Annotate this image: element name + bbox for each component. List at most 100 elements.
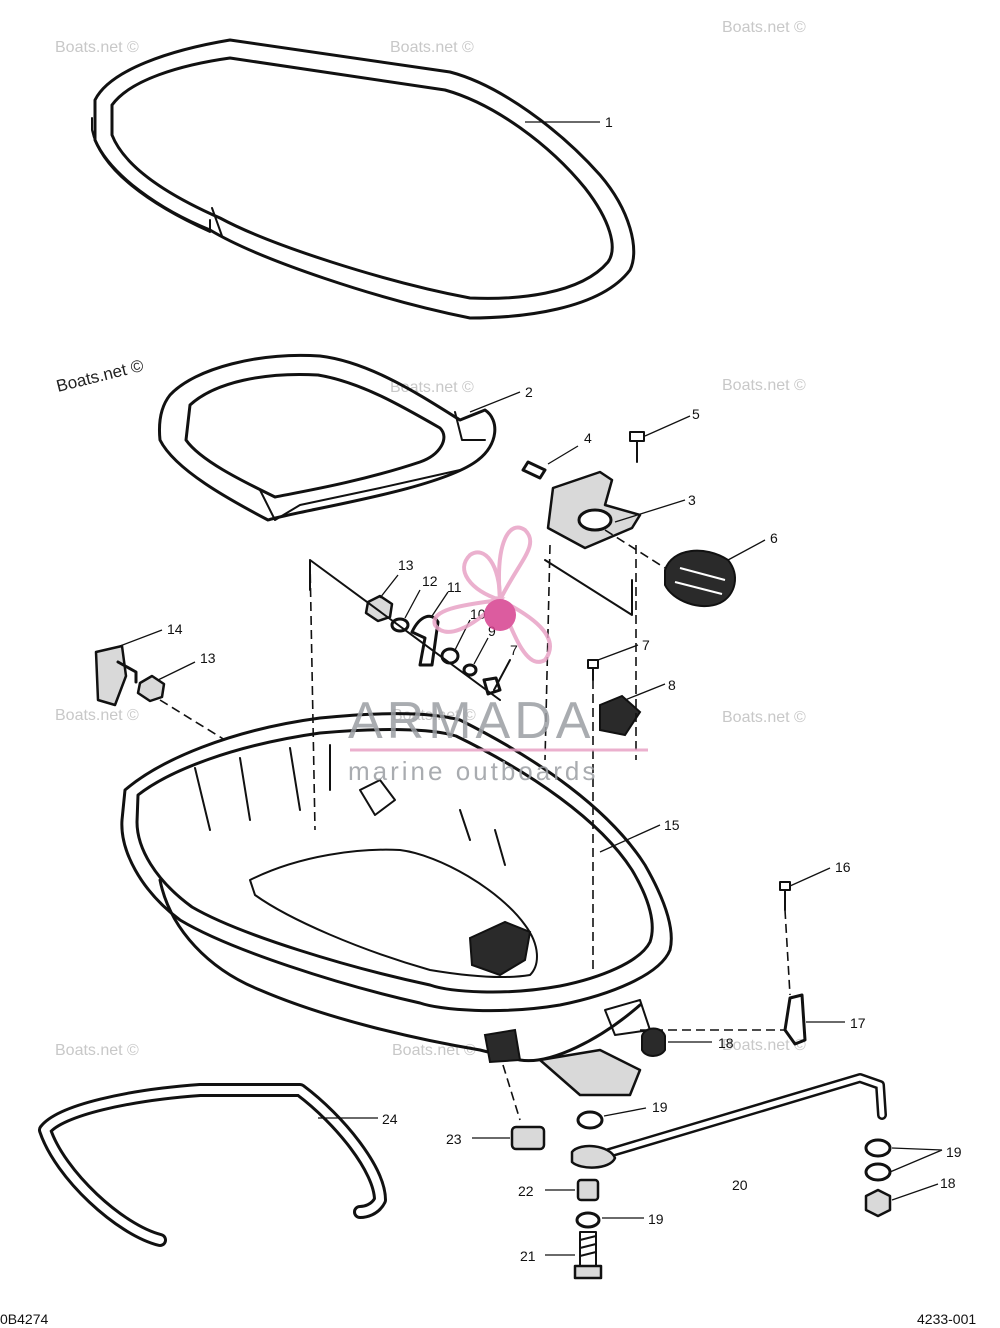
part-22-spacer — [576, 1178, 600, 1202]
callout-19a: 19 — [652, 1099, 668, 1115]
part-5-screw — [629, 431, 645, 463]
watermark: Boats.net © — [722, 377, 806, 394]
assembly-line — [309, 559, 501, 701]
leader-16 — [789, 867, 831, 887]
part-4-pin — [521, 460, 547, 480]
callout-6: 6 — [770, 530, 778, 546]
part-20-linkage-rod — [570, 1073, 887, 1169]
leader-12 — [404, 589, 421, 619]
leader-13a — [379, 574, 399, 599]
callout-23: 23 — [446, 1131, 462, 1147]
diagram-code-left: 0B4274 — [0, 1311, 48, 1327]
watermark: Boats.net © — [722, 1037, 806, 1054]
part-14-handle — [94, 644, 138, 707]
watermark: Boats.net © — [722, 709, 806, 726]
assembly-line — [544, 559, 633, 616]
leader-4 — [547, 445, 579, 465]
callout-19b: 19 — [648, 1211, 664, 1227]
callout-20: 20 — [732, 1177, 748, 1193]
callout-22: 22 — [518, 1183, 534, 1199]
assembly-line — [604, 529, 666, 569]
callout-7b: 7 — [642, 637, 650, 653]
callout-5: 5 — [692, 406, 700, 422]
propeller-hub-icon — [484, 599, 516, 631]
leader-19a — [603, 1107, 647, 1117]
callout-4: 4 — [584, 430, 592, 446]
diagram-code-right: 4233-001 — [917, 1311, 976, 1327]
callout-3: 3 — [688, 492, 696, 508]
assembly-line — [784, 909, 791, 996]
part-18-nut — [864, 1188, 892, 1218]
callout-17: 17 — [850, 1015, 866, 1031]
callout-18b: 18 — [940, 1175, 956, 1191]
callout-19c: 19 — [946, 1144, 962, 1160]
part-18-grommet — [641, 1027, 666, 1057]
leader-11 — [431, 591, 449, 617]
part-11-lever — [410, 614, 440, 667]
leader-6 — [727, 539, 766, 561]
watermark: Boats.net © — [392, 1042, 476, 1059]
brand-tagline: marine outboards — [348, 756, 598, 786]
part-3-bracket — [546, 470, 642, 550]
callout-21: 21 — [520, 1248, 536, 1264]
assembly-line — [159, 699, 226, 741]
part-7-screw-lower — [587, 659, 599, 681]
callout-16: 16 — [835, 859, 851, 875]
watermark: Boats.net © — [722, 19, 806, 36]
part-19-washer-c — [864, 1138, 892, 1182]
leader-8 — [624, 683, 666, 701]
part-21-bolt — [573, 1231, 603, 1280]
leader-15 — [599, 824, 661, 853]
part-1-top-seal — [91, 38, 636, 320]
assembly-line — [309, 559, 316, 831]
watermark: Boats.net © — [390, 379, 474, 396]
callout-13b: 13 — [200, 650, 216, 666]
part-24-hose — [38, 1083, 387, 1247]
watermark: Boats.net © — [390, 39, 474, 56]
part-7-screw-upper — [482, 659, 511, 696]
watermark-prominent: Boats.net © — [54, 356, 145, 396]
leader-13b — [157, 661, 196, 681]
part-12-washer — [390, 617, 410, 633]
callout-1: 1 — [605, 114, 613, 130]
leader-19c — [889, 1147, 943, 1173]
leader-14 — [119, 629, 163, 647]
leader-3 — [614, 499, 686, 523]
part-16-screw — [779, 881, 791, 911]
watermark: Boats.net © — [55, 39, 139, 56]
watermark: Boats.net © — [55, 1042, 139, 1059]
leader-2 — [469, 391, 521, 413]
callout-15: 15 — [664, 817, 680, 833]
callout-12: 12 — [422, 573, 438, 589]
part-10-washer — [440, 647, 460, 665]
assembly-line — [502, 1064, 521, 1121]
part-8-clip — [599, 694, 642, 737]
part-23-plug — [510, 1125, 546, 1151]
part-19-washer-b — [575, 1211, 601, 1229]
part-17-bracket — [783, 993, 807, 1046]
assembly-line — [544, 544, 551, 761]
armada-logo: ARMADA marine outboards — [348, 525, 648, 786]
callout-7a: 7 — [510, 642, 518, 658]
callout-14: 14 — [167, 621, 183, 637]
part-9-washer — [462, 663, 478, 677]
callout-11: 11 — [447, 579, 462, 595]
leader-18b — [891, 1183, 939, 1201]
part-2-lower-seal — [158, 353, 497, 522]
brand-name: ARMADA — [348, 692, 594, 750]
callout-8: 8 — [668, 677, 676, 693]
part-19-washer-a — [576, 1110, 604, 1130]
callout-13a: 13 — [398, 557, 414, 573]
callout-2: 2 — [525, 384, 533, 400]
callout-24: 24 — [382, 1111, 398, 1127]
leader-5 — [644, 415, 691, 437]
part-13-nut-lower — [136, 674, 166, 703]
part-6-latch — [664, 549, 736, 608]
callout-9: 9 — [488, 623, 496, 639]
callout-18a: 18 — [718, 1035, 734, 1051]
watermark: Boats.net © — [55, 707, 139, 724]
leader-7b — [597, 644, 639, 661]
leader-9 — [473, 637, 489, 665]
propeller-icon — [432, 525, 552, 664]
